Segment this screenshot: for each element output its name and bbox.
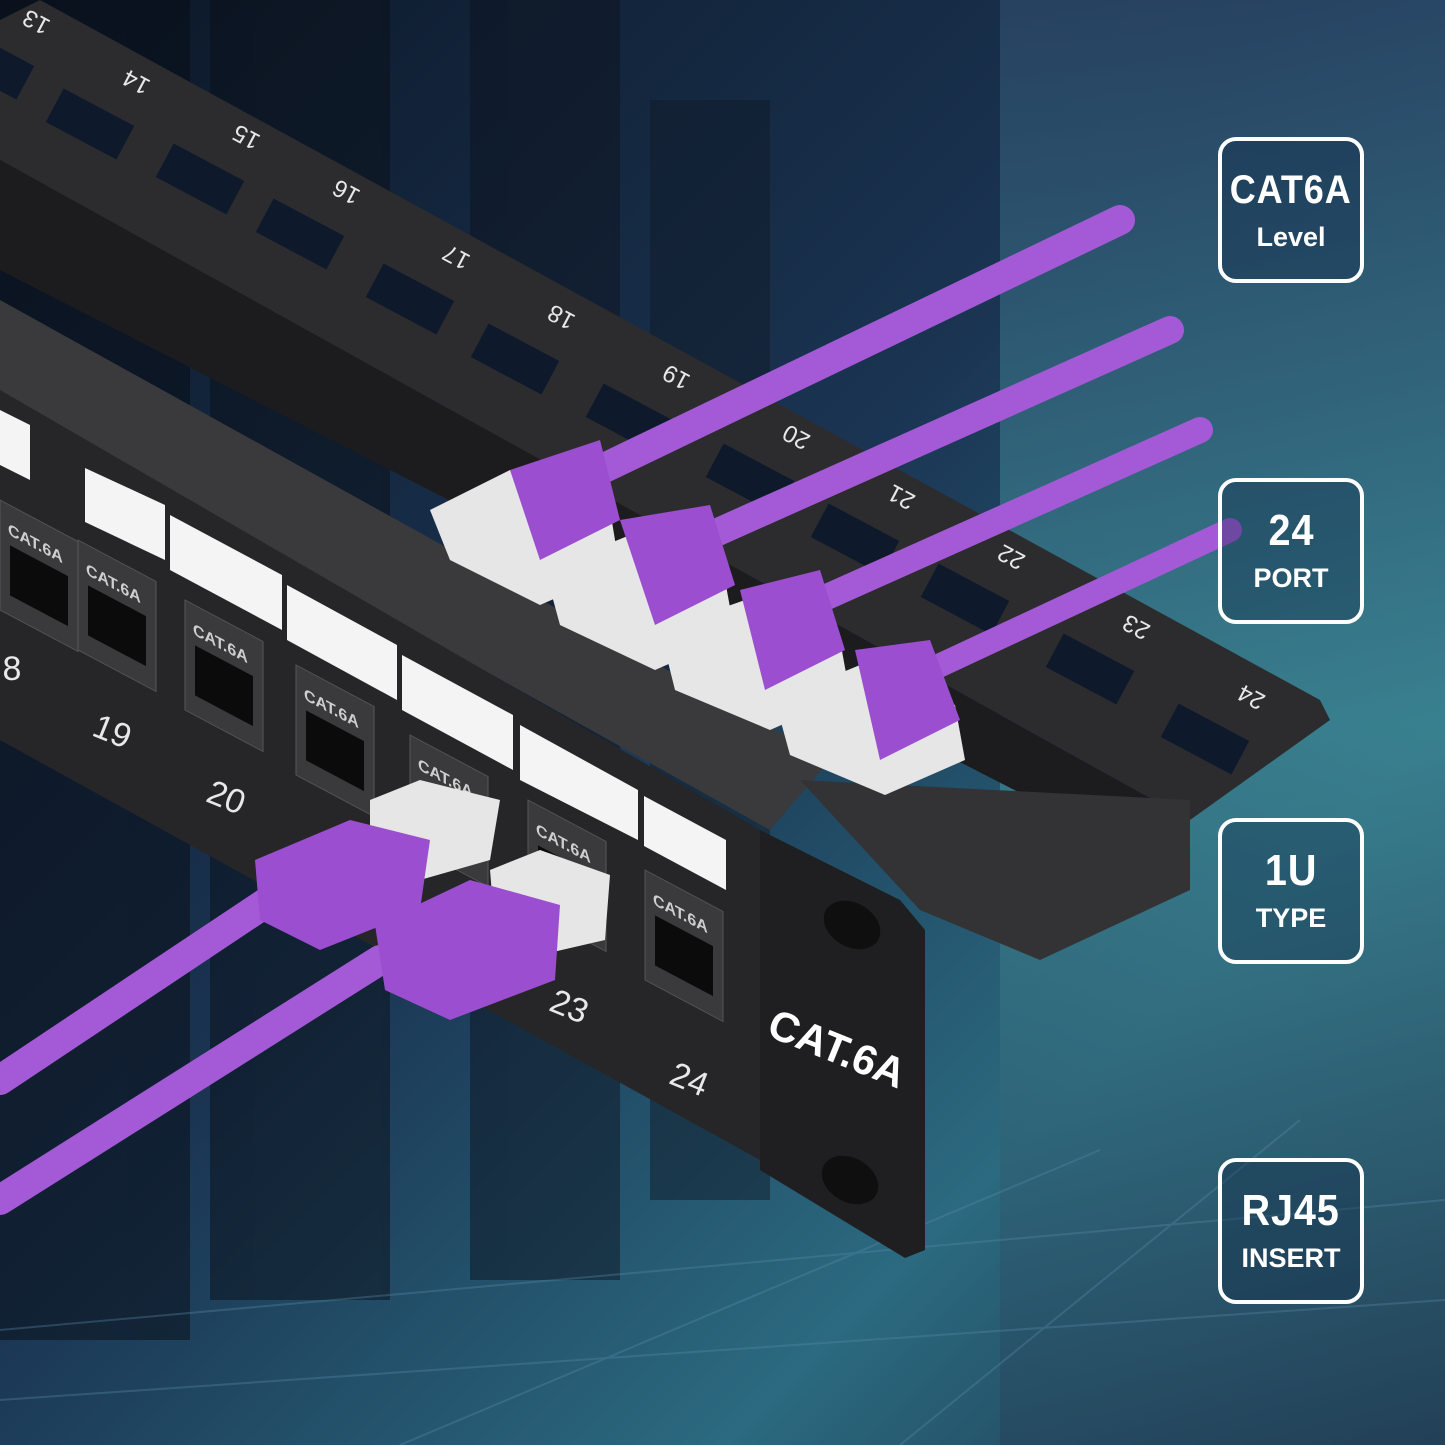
rail-slot [45,88,135,160]
rail-slot [1045,633,1135,705]
bracket-side [800,780,1190,960]
badge-24-port: 24 PORT [1218,478,1364,624]
rj45-boots-rear [430,440,965,795]
rj45-boots-front [255,780,610,1020]
rail-slot [920,563,1010,635]
rj45-jack[interactable]: CAT.6A [0,499,79,653]
badge-subtitle: PORT [1253,563,1329,593]
patch-cables-rear [585,205,1242,682]
rail-slot [810,503,900,575]
rj45-jack[interactable]: CAT.6A [184,599,264,753]
badge-title: 24 [1268,506,1314,555]
rj45-jack[interactable]: CAT.6A [77,539,157,693]
front-panel [0,390,760,1160]
rail-slot [365,263,455,335]
rack-ear-hole-bottom [821,1155,879,1205]
rail-slot [470,323,560,395]
rail-slot [155,143,245,215]
rj45-jack[interactable]: CAT.6A [644,869,724,1023]
badge-rj45-insert: RJ45 INSERT [1218,1158,1364,1304]
badge-title: 1U [1264,846,1318,895]
rack-ear-hole-top [823,900,881,950]
badge-subtitle: INSERT [1241,1243,1341,1273]
badge-title: RJ45 [1241,1186,1341,1235]
front-port-number-partial: 8 [3,650,22,688]
label-strips [0,410,726,890]
badge-subtitle: Level [1256,222,1326,252]
rail-slot [1160,703,1250,775]
badge-title: CAT6A [1230,168,1352,212]
badge-1u-type: 1U TYPE [1218,818,1364,964]
rack-ear-bracket [760,830,925,1258]
panel-top-surface [0,300,830,830]
patch-cables-front [0,885,395,1215]
badge-cat6a-level: CAT6A Level [1218,137,1364,283]
rail-slot [255,198,345,270]
rail-slot [0,28,35,100]
rj45-jack[interactable]: CAT.6A [295,664,375,818]
badge-subtitle: TYPE [1255,903,1327,933]
